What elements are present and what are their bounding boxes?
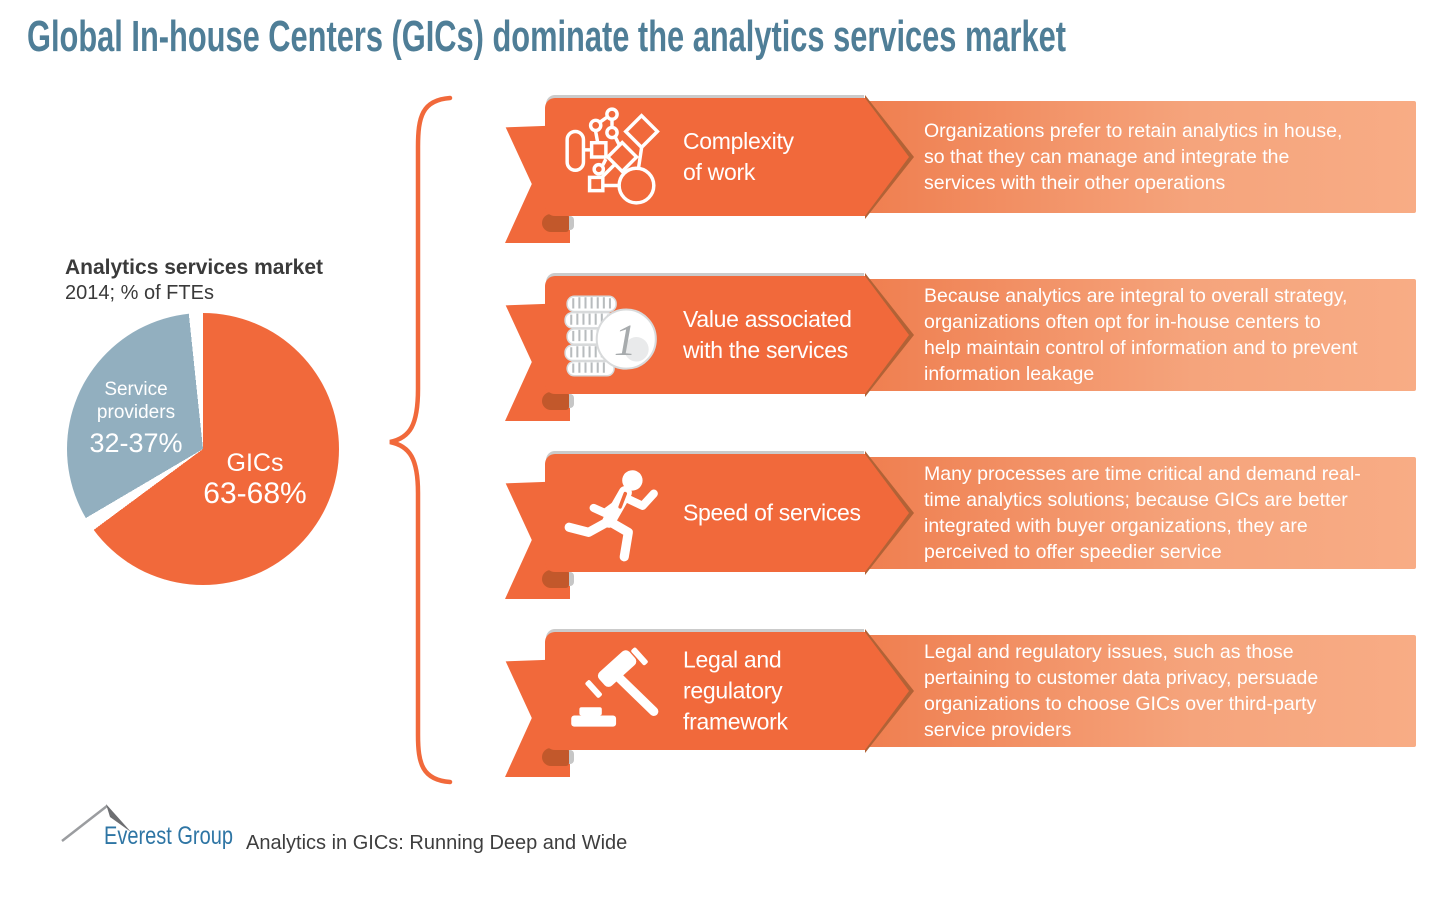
description-panel: Because analytics are integral to overal… bbox=[860, 279, 1416, 391]
ribbon-fold-shadow bbox=[566, 572, 574, 586]
pie-chart-heading: Analytics services market bbox=[65, 256, 323, 279]
reason-row-legal: Legal and regulatory issues, such as tho… bbox=[500, 629, 1440, 782]
flowchart-icon bbox=[565, 107, 660, 205]
description-text: Legal and regulatory issues, such as tho… bbox=[924, 641, 1319, 741]
ribbon-fold-shadow bbox=[566, 750, 574, 764]
description-text: Many processes are time critical and dem… bbox=[924, 463, 1361, 563]
gics-value: 63-68% bbox=[203, 477, 307, 510]
chevron-arrow bbox=[865, 632, 909, 750]
ribbon-fold bbox=[542, 570, 569, 588]
reason-label: Value associated with the services bbox=[683, 306, 852, 363]
report-tagline: Analytics in GICs: Running Deep and Wide bbox=[246, 832, 628, 854]
pie-chart-subheading: 2014; % of FTEs bbox=[65, 282, 214, 304]
reason-row-value: Because analytics are integral to overal… bbox=[500, 273, 1440, 426]
description-text: Organizations prefer to retain analytics… bbox=[924, 120, 1343, 194]
curly-brace bbox=[389, 95, 453, 785]
reason-label: Complexity of work bbox=[683, 128, 794, 185]
ribbon-fold-shadow bbox=[566, 216, 574, 230]
label-banner: Legal and regulatory framework bbox=[545, 629, 914, 753]
ribbon-fold-shadow bbox=[566, 394, 574, 408]
description-panel: Many processes are time critical and dem… bbox=[860, 457, 1416, 569]
pie-chart bbox=[67, 313, 339, 585]
page-title: Global In-house Centers (GICs) dominate … bbox=[27, 12, 1066, 61]
coins-icon: 1 bbox=[564, 295, 657, 377]
service-providers-value: 32-37% bbox=[89, 428, 183, 458]
everest-logo-peak-icon bbox=[61, 804, 131, 842]
description-panel: Organizations prefer to retain analytics… bbox=[860, 101, 1416, 213]
pie-slice-label-gics: GICs 63-68% bbox=[193, 449, 317, 511]
pie-slice-label-service-providers: Service providers 32-37% bbox=[73, 378, 199, 459]
reason-row-speed: Many processes are time critical and dem… bbox=[500, 451, 1440, 604]
label-banner: 1 Value associated with the services bbox=[545, 273, 914, 397]
reason-row-complexity: Organizations prefer to retain analytics… bbox=[500, 95, 1440, 248]
service-providers-label: Service providers bbox=[96, 379, 176, 423]
chevron-arrow bbox=[865, 98, 909, 216]
description-text: Because analytics are integral to overal… bbox=[924, 285, 1358, 385]
label-banner: Speed of services bbox=[545, 451, 914, 575]
gics-label: GICs bbox=[226, 449, 284, 477]
runner-icon bbox=[564, 470, 658, 562]
svg-text:1: 1 bbox=[614, 314, 636, 364]
chevron-arrow bbox=[865, 454, 909, 572]
ribbon-fold bbox=[542, 392, 569, 410]
ribbon-fold bbox=[542, 214, 569, 232]
gavel-icon bbox=[571, 647, 659, 727]
description-panel: Legal and regulatory issues, such as tho… bbox=[860, 635, 1416, 747]
ribbon-fold bbox=[542, 748, 569, 766]
everest-group-logo-text: Everest Group bbox=[104, 822, 233, 850]
label-banner: Complexity of work bbox=[545, 95, 914, 219]
chevron-arrow bbox=[865, 276, 909, 394]
reason-label: Speed of services bbox=[683, 499, 861, 526]
reason-label: Legal and regulatory framework bbox=[683, 646, 788, 735]
